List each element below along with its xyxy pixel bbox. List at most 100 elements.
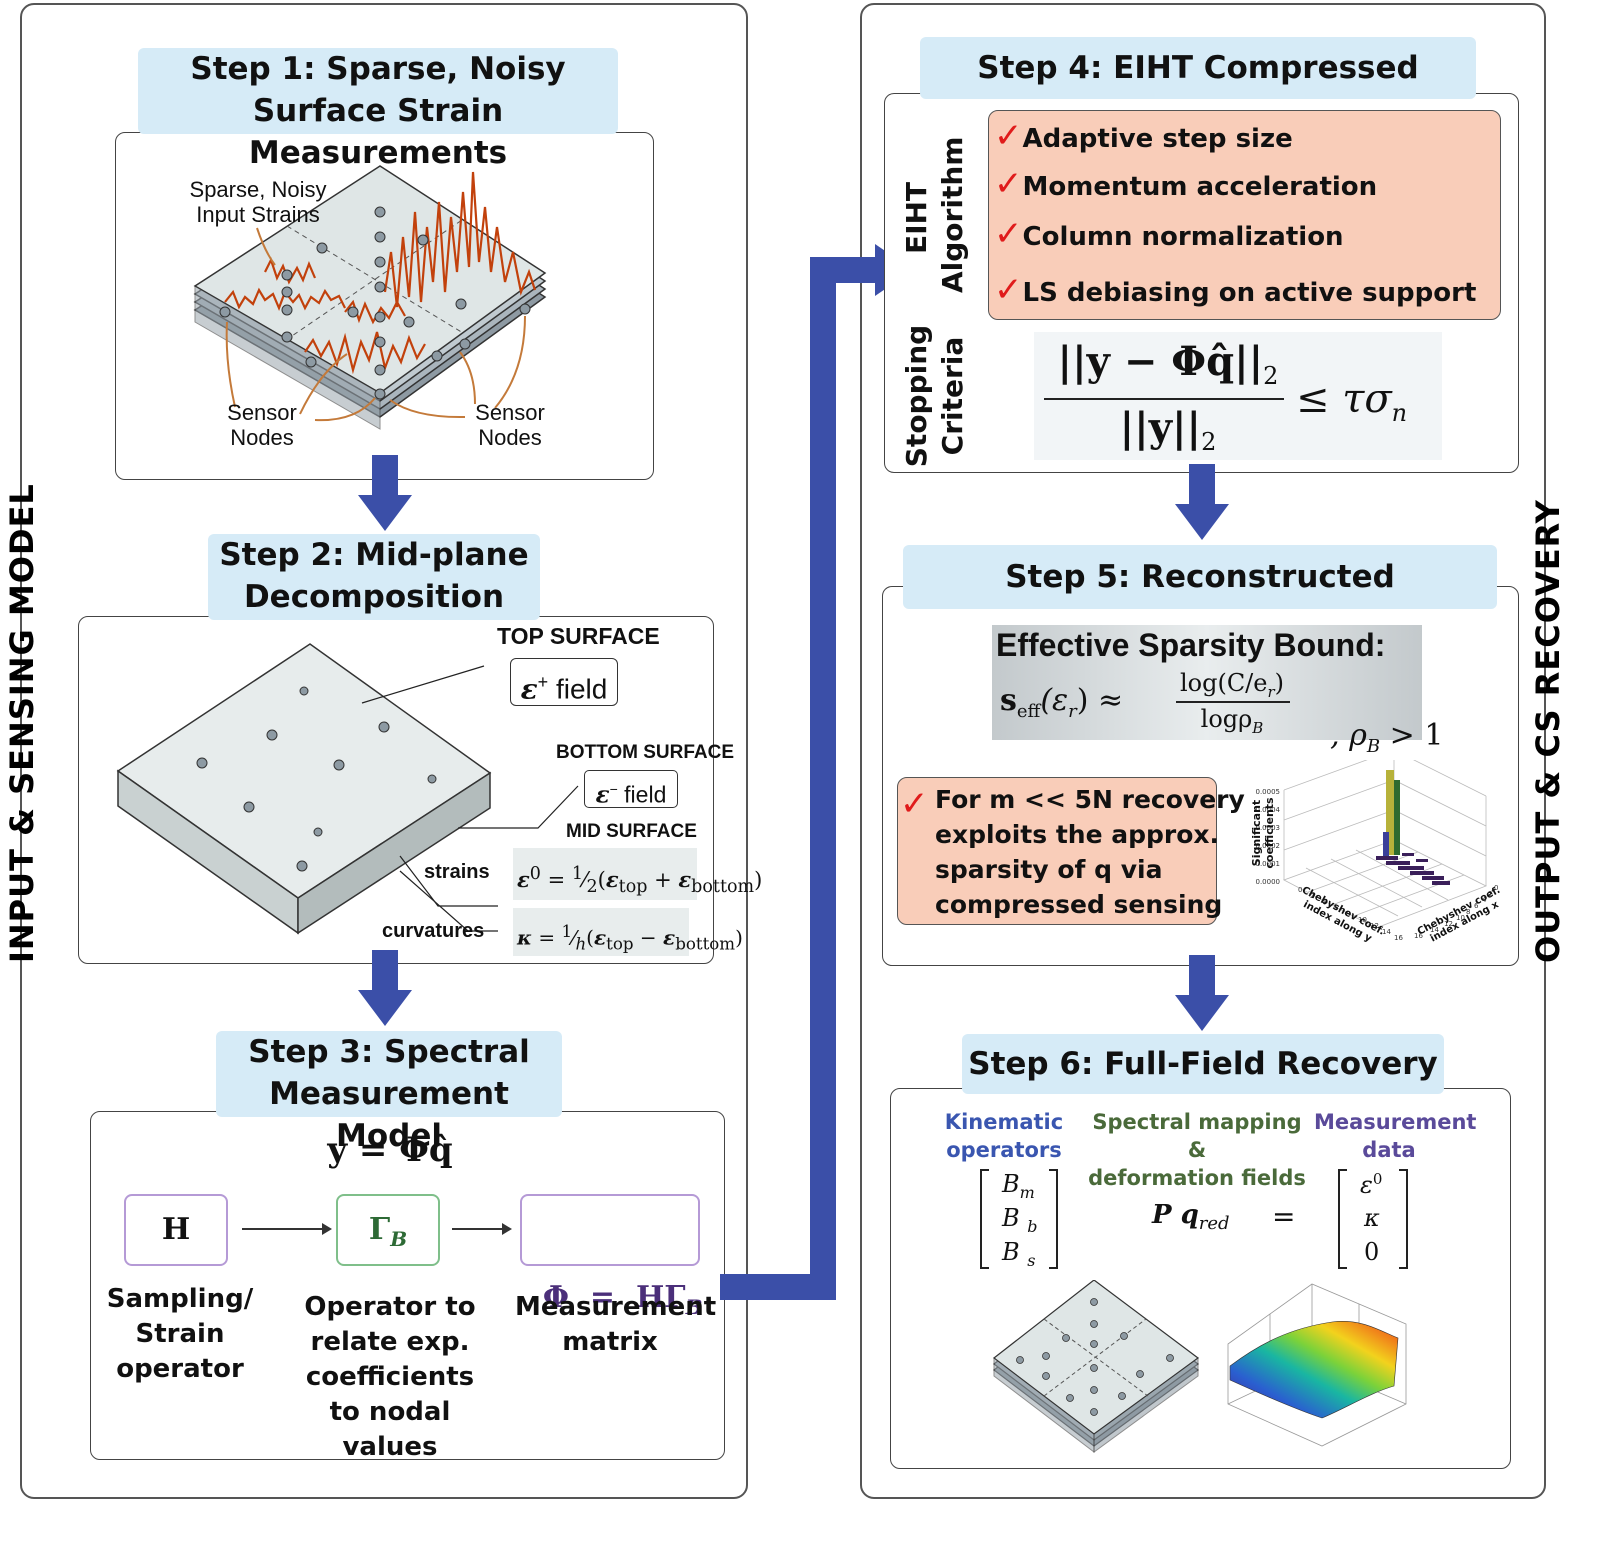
step3-caption-Gamma-line4: to nodal values — [329, 1397, 451, 1462]
arrow-step5-step6 — [1175, 955, 1229, 1031]
step5-title: Step 5: Reconstructed Coefficients — [903, 545, 1497, 659]
step1-annot-input-line2: Input Strains — [196, 202, 320, 227]
step6-col-measurement: Measurement data — [1314, 1108, 1477, 1164]
step6-plate-illustration — [993, 1280, 1200, 1454]
plot-ztick-4: 0.0001 — [1256, 860, 1281, 868]
step2-title-line1: Step 2: Mid-plane — [219, 537, 529, 573]
step4-stop-denominator-text: ||y|| — [1119, 404, 1202, 451]
step5-note: For m << 5N recovery exploits the approx… — [935, 782, 1245, 922]
svg-text:12: 12 — [1370, 922, 1379, 930]
step5-plot-zlabel-line1: Significant — [1250, 799, 1263, 867]
step3-op-H: H — [124, 1194, 228, 1266]
svg-text:10: 10 — [1456, 914, 1465, 922]
step4-stop-rhs-sub: n — [1391, 399, 1408, 427]
plot-ztick-3: 0.0002 — [1256, 842, 1281, 850]
step5-bound-num: log(C/er) — [1172, 669, 1292, 701]
step4-stop-fraction-bar — [1044, 398, 1284, 400]
step6-eps0-text: ε — [1360, 1171, 1373, 1199]
plot-ztick-0: 0.0005 — [1256, 788, 1281, 796]
step5-bound-rhs: , ρB > 1 — [1292, 683, 1443, 792]
step3-caption-Gamma-line1: Operator to — [304, 1292, 476, 1322]
check-icon: ✓ — [994, 116, 1023, 156]
step4-stop-rhs-text: ≤ τσ — [1296, 376, 1392, 422]
svg-text:16: 16 — [1414, 932, 1423, 940]
step3-caption-Phi: Measurement matrix — [515, 1290, 717, 1360]
step4-bullet-2: ✓Momentum acceleration — [994, 164, 1377, 204]
svg-text:4: 4 — [1482, 896, 1487, 904]
step6-Bb-sub: b — [1027, 1216, 1038, 1236]
svg-text:8: 8 — [1346, 910, 1350, 918]
step6-col-spectral-line1: Spectral mapping & — [1092, 1110, 1302, 1162]
step2-title: Step 2: Mid-plane Decomposition — [208, 534, 540, 620]
step6-col-measurement-line2: data — [1362, 1138, 1416, 1162]
check-icon: ✓ — [994, 214, 1023, 254]
step3-caption-Gamma-line2: relate exp. — [310, 1327, 470, 1357]
step5-note-line2: exploits the approx. — [935, 820, 1220, 849]
step6-Bm-sub: m — [1019, 1182, 1035, 1202]
step3-caption-Gamma: Operator to relate exp. coefficients to … — [280, 1290, 500, 1465]
step5-coefficient-plot: 0.0005 0.0004 0.0003 0.0002 0.0001 0.000… — [1256, 760, 1498, 942]
svg-text:6: 6 — [1474, 902, 1479, 910]
step5-bound-rhs-sub: B — [1366, 736, 1381, 757]
step4-stop-rhs: ≤ τσn — [1296, 376, 1407, 427]
step4-stop-numerator: ||y − Φq̂||2 — [1048, 338, 1288, 390]
step5-bound-lhs-sub: eff — [1016, 701, 1041, 722]
step6-Pq: P qred — [1152, 1200, 1230, 1234]
step2-title-line2: Decomposition — [243, 579, 505, 615]
step6-col-measurement-line1: Measurement — [1314, 1110, 1477, 1134]
svg-text:2: 2 — [1488, 890, 1492, 898]
step4-features-box — [988, 110, 1501, 320]
step5-plot-zlabel: Significant coefficients — [1250, 788, 1276, 878]
step6-Bs-sub: s — [1027, 1250, 1036, 1270]
step4-stop-den-sub: 2 — [1201, 428, 1217, 456]
svg-text:12: 12 — [1444, 920, 1453, 928]
step5-bound-lhs-arg-sub: r — [1068, 701, 1077, 722]
step6-col-kinematic-line1: Kinematic — [944, 1110, 1064, 1134]
svg-text:0: 0 — [1298, 886, 1302, 894]
step5-note-line4: compressed sensing — [935, 890, 1223, 919]
step3-op-H-text: H — [161, 1212, 191, 1247]
step3-caption-Phi-line2: matrix — [562, 1327, 658, 1357]
step1-title: Step 1: Sparse, Noisy Surface Strain Mea… — [138, 48, 618, 171]
step3-box — [90, 1111, 725, 1460]
step1-title-line1: Step 1: Sparse, Noisy — [190, 51, 566, 87]
svg-text:4: 4 — [1322, 898, 1327, 906]
step1-annot-sensor-left-line2: Nodes — [230, 425, 294, 450]
right-side-label: OUTPUT & CS RECOVERY — [1529, 499, 1567, 963]
step4-vlabel-stopping: Stopping Criteria — [899, 321, 975, 471]
step1-annot-input-line1: Sparse, Noisy — [189, 177, 327, 202]
step4-bullet-3: ✓Column normalization — [994, 214, 1344, 254]
step3-op-Phi: Φ = HΓB — [520, 1194, 703, 1319]
step4-bullet-4: ✓LS debiasing on active support — [994, 270, 1476, 310]
step6-eps0-sup: 0 — [1372, 1170, 1383, 1188]
step3-title-line1: Step 3: Spectral — [248, 1034, 530, 1070]
step6-col-spectral: Spectral mapping & deformation fields — [1082, 1108, 1312, 1192]
step2-top-field-box: ε+ field — [510, 658, 618, 706]
step1-annot-sensor-left: Sensor Nodes — [212, 400, 312, 450]
step2-bottom-field-text: field — [624, 781, 667, 808]
step5-bound-lhs: seff(εr) ≈ — [1000, 683, 1123, 722]
arrow-step1-step2 — [358, 455, 412, 531]
step2-strain-equation: ε0 = 1⁄2(εtop + εbottom) — [513, 848, 762, 900]
step3-op-Gamma-sub: B — [390, 1227, 408, 1251]
step2-bottom-field-box: ε− field — [584, 770, 678, 809]
step4-vlabel-algorithm-line1: EIHT — [900, 181, 933, 255]
step3-caption-Phi-line1: Measurement — [515, 1292, 717, 1322]
step4-bullet-1-text: Adaptive step size — [1022, 124, 1293, 154]
step3-title: Step 3: Spectral Measurement Model — [216, 1031, 562, 1154]
step3-op-Phi-sub: B — [685, 1295, 703, 1319]
step6-matrix-brackets — [980, 1169, 1408, 1269]
step6-equals: = — [1272, 1200, 1296, 1233]
step3-caption-Gamma-line3: coefficients — [305, 1362, 475, 1392]
step5-bound-rhs-text: , ρ — [1330, 718, 1367, 753]
step2-top-field-text: field — [555, 673, 608, 705]
step3-equation: y = Φq̂ — [327, 1130, 453, 1170]
svg-text:0: 0 — [1494, 884, 1498, 892]
step2-curvatures-label: curvatures — [382, 920, 485, 942]
step3-title-line2: Measurement Model — [269, 1076, 509, 1154]
svg-text:10: 10 — [1358, 916, 1367, 924]
step3-caption-H: Sampling/ Strain operator — [100, 1282, 260, 1387]
step1-annot-sensor-left-line1: Sensor — [227, 400, 297, 425]
step4-vlabel-algorithm-line2: Algorithm — [936, 136, 969, 293]
step5-note-box — [897, 777, 1217, 925]
